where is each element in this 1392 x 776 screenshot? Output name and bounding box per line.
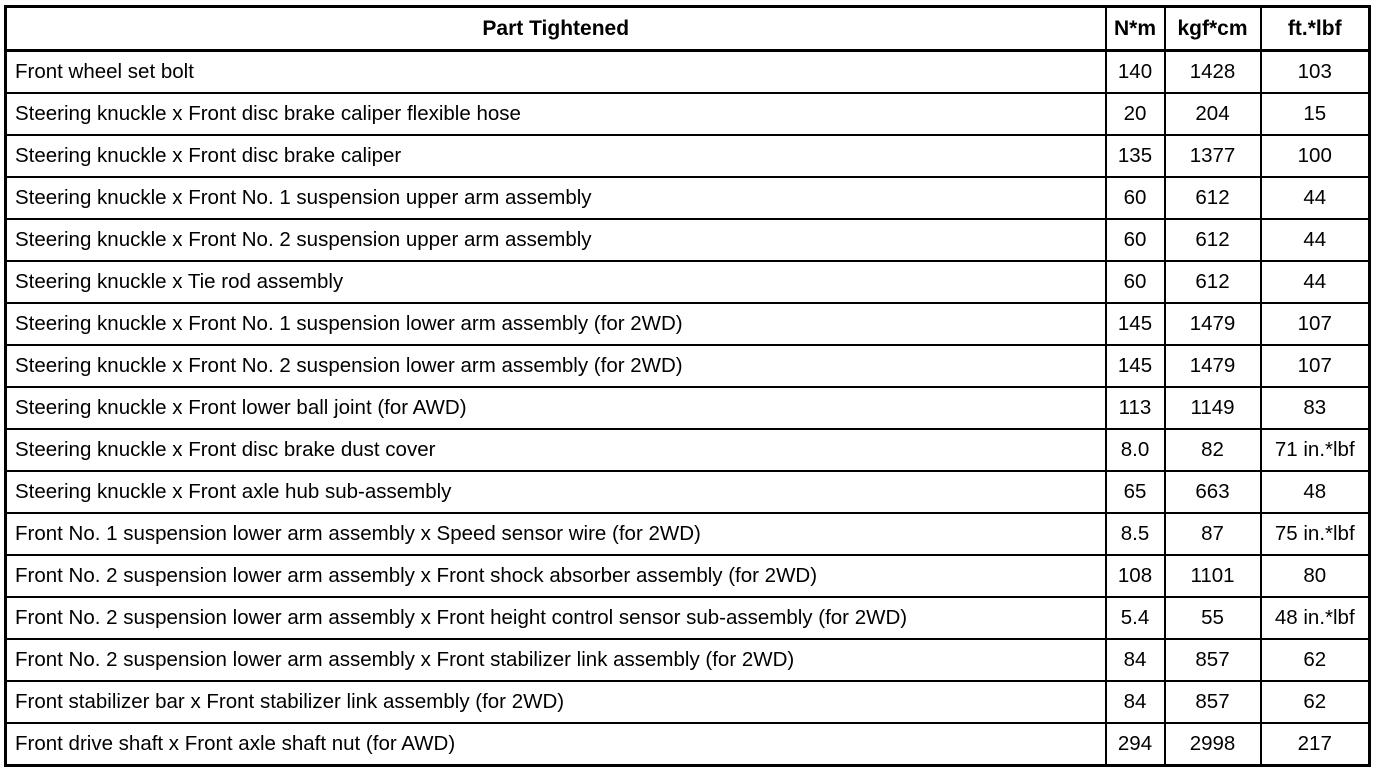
table-row: Front No. 2 suspension lower arm assembl… (5, 554, 1370, 597)
cell-kgfcm: 612 (1163, 176, 1261, 219)
cell-part-tightened: Front No. 2 suspension lower arm assembl… (5, 638, 1106, 681)
cell-part-tightened: Front wheel set bolt (5, 50, 1106, 93)
cell-nm: 145 (1104, 302, 1165, 345)
column-header-nm: N*m (1104, 6, 1165, 52)
cell-kgfcm: 82 (1163, 428, 1261, 471)
cell-nm: 140 (1104, 50, 1165, 93)
table-row: Front No. 2 suspension lower arm assembl… (5, 638, 1370, 681)
table-row: Steering knuckle x Front axle hub sub-as… (5, 470, 1370, 513)
cell-kgfcm: 663 (1163, 470, 1261, 513)
cell-ftlbf: 48 (1259, 470, 1370, 513)
torque-specification-table: Part Tightened N*m kgf*cm ft.*lbf Front … (4, 5, 1371, 767)
cell-part-tightened: Steering knuckle x Front lower ball join… (5, 386, 1106, 429)
cell-kgfcm: 1101 (1163, 554, 1261, 597)
cell-ftlbf: 80 (1259, 554, 1370, 597)
table-row: Front stabilizer bar x Front stabilizer … (5, 680, 1370, 723)
cell-part-tightened: Steering knuckle x Tie rod assembly (5, 260, 1106, 303)
table-header: Part Tightened N*m kgf*cm ft.*lbf (5, 6, 1370, 52)
cell-ftlbf: 103 (1259, 50, 1370, 93)
table-row: Steering knuckle x Front No. 1 suspensio… (5, 176, 1370, 219)
cell-part-tightened: Front stabilizer bar x Front stabilizer … (5, 680, 1106, 723)
table-row: Front drive shaft x Front axle shaft nut… (5, 722, 1370, 766)
cell-part-tightened: Steering knuckle x Front disc brake cali… (5, 134, 1106, 177)
cell-kgfcm: 1428 (1163, 50, 1261, 93)
cell-kgfcm: 857 (1163, 638, 1261, 681)
cell-ftlbf: 44 (1259, 176, 1370, 219)
cell-nm: 8.5 (1104, 512, 1165, 555)
cell-nm: 5.4 (1104, 596, 1165, 639)
cell-nm: 108 (1104, 554, 1165, 597)
cell-nm: 8.0 (1104, 428, 1165, 471)
cell-nm: 84 (1104, 638, 1165, 681)
cell-nm: 113 (1104, 386, 1165, 429)
cell-nm: 84 (1104, 680, 1165, 723)
cell-ftlbf: 62 (1259, 680, 1370, 723)
cell-kgfcm: 612 (1163, 260, 1261, 303)
cell-nm: 145 (1104, 344, 1165, 387)
cell-kgfcm: 2998 (1163, 722, 1261, 766)
cell-part-tightened: Steering knuckle x Front No. 2 suspensio… (5, 344, 1106, 387)
column-header-ftlbf: ft.*lbf (1259, 6, 1370, 52)
cell-nm: 135 (1104, 134, 1165, 177)
cell-ftlbf: 44 (1259, 260, 1370, 303)
cell-kgfcm: 857 (1163, 680, 1261, 723)
cell-nm: 60 (1104, 260, 1165, 303)
table-row: Steering knuckle x Front disc brake cali… (5, 92, 1370, 135)
column-header-part-tightened: Part Tightened (5, 6, 1106, 52)
cell-ftlbf: 217 (1259, 722, 1370, 766)
cell-kgfcm: 1149 (1163, 386, 1261, 429)
table-header-row: Part Tightened N*m kgf*cm ft.*lbf (5, 6, 1370, 52)
cell-part-tightened: Steering knuckle x Front No. 2 suspensio… (5, 218, 1106, 261)
cell-kgfcm: 55 (1163, 596, 1261, 639)
table-row: Steering knuckle x Front disc brake dust… (5, 428, 1370, 471)
cell-part-tightened: Front No. 2 suspension lower arm assembl… (5, 554, 1106, 597)
table-row: Steering knuckle x Front No. 2 suspensio… (5, 344, 1370, 387)
cell-kgfcm: 612 (1163, 218, 1261, 261)
column-header-kgfcm: kgf*cm (1163, 6, 1261, 52)
cell-ftlbf: 48 in.*lbf (1259, 596, 1370, 639)
cell-part-tightened: Steering knuckle x Front disc brake cali… (5, 92, 1106, 135)
cell-kgfcm: 87 (1163, 512, 1261, 555)
cell-nm: 294 (1104, 722, 1165, 766)
cell-ftlbf: 15 (1259, 92, 1370, 135)
cell-ftlbf: 107 (1259, 344, 1370, 387)
cell-part-tightened: Steering knuckle x Front disc brake dust… (5, 428, 1106, 471)
cell-nm: 20 (1104, 92, 1165, 135)
cell-ftlbf: 83 (1259, 386, 1370, 429)
cell-ftlbf: 75 in.*lbf (1259, 512, 1370, 555)
table-row: Front No. 1 suspension lower arm assembl… (5, 512, 1370, 555)
cell-kgfcm: 204 (1163, 92, 1261, 135)
cell-kgfcm: 1377 (1163, 134, 1261, 177)
table-row: Steering knuckle x Front No. 1 suspensio… (5, 302, 1370, 345)
cell-part-tightened: Front drive shaft x Front axle shaft nut… (5, 722, 1106, 766)
cell-part-tightened: Steering knuckle x Front axle hub sub-as… (5, 470, 1106, 513)
cell-ftlbf: 107 (1259, 302, 1370, 345)
cell-part-tightened: Steering knuckle x Front No. 1 suspensio… (5, 176, 1106, 219)
cell-kgfcm: 1479 (1163, 344, 1261, 387)
cell-kgfcm: 1479 (1163, 302, 1261, 345)
cell-nm: 65 (1104, 470, 1165, 513)
cell-ftlbf: 44 (1259, 218, 1370, 261)
table-row: Steering knuckle x Front No. 2 suspensio… (5, 218, 1370, 261)
cell-nm: 60 (1104, 176, 1165, 219)
table-row: Steering knuckle x Front lower ball join… (5, 386, 1370, 429)
cell-part-tightened: Front No. 1 suspension lower arm assembl… (5, 512, 1106, 555)
cell-ftlbf: 71 in.*lbf (1259, 428, 1370, 471)
cell-part-tightened: Steering knuckle x Front No. 1 suspensio… (5, 302, 1106, 345)
cell-nm: 60 (1104, 218, 1165, 261)
table-row: Steering knuckle x Front disc brake cali… (5, 134, 1370, 177)
cell-ftlbf: 62 (1259, 638, 1370, 681)
table-row: Front No. 2 suspension lower arm assembl… (5, 596, 1370, 639)
cell-ftlbf: 100 (1259, 134, 1370, 177)
cell-part-tightened: Front No. 2 suspension lower arm assembl… (5, 596, 1106, 639)
